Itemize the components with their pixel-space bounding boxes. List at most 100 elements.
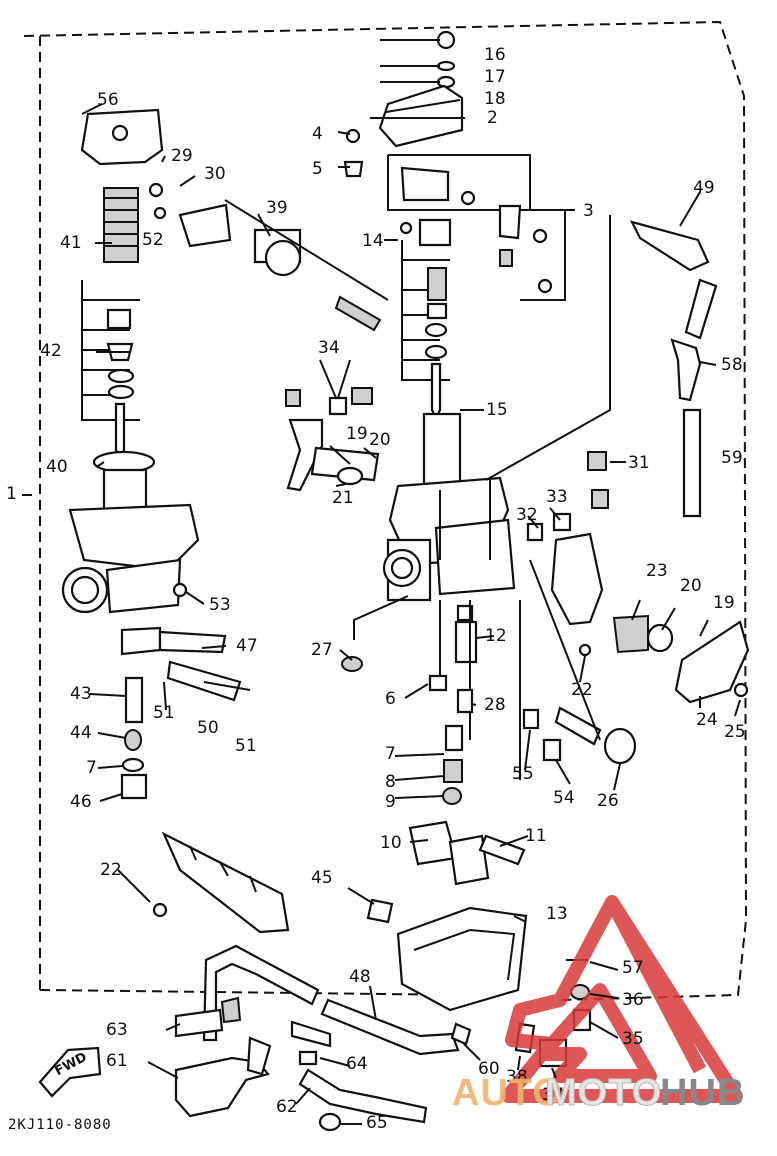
left-carburetor xyxy=(61,108,389,800)
hose-49b xyxy=(684,278,718,340)
jet-9 xyxy=(442,787,462,805)
callout-12: 12 xyxy=(485,626,507,646)
tee-58 xyxy=(670,338,702,402)
callout-44: 44 xyxy=(70,723,92,743)
washer-20b xyxy=(646,623,674,653)
spring-41 xyxy=(103,187,139,263)
lever-24 xyxy=(674,620,750,704)
linkage-left xyxy=(285,387,380,492)
callout-15: 15 xyxy=(486,400,508,420)
callout-3: 3 xyxy=(583,201,594,221)
callout-25: 25 xyxy=(724,722,746,742)
callout-50: 50 xyxy=(197,718,219,738)
right-carburetor xyxy=(341,215,637,805)
callout-51: 51 xyxy=(153,703,175,723)
fwd-arrow xyxy=(38,1046,102,1098)
clip-45 xyxy=(366,898,394,924)
callout-64: 64 xyxy=(346,1054,368,1074)
hose-49a xyxy=(629,220,710,272)
callout-27: 27 xyxy=(311,640,333,660)
callout-11: 11 xyxy=(525,826,547,846)
plug-46 xyxy=(120,773,148,800)
watermark-text-hub: HUB xyxy=(660,1072,746,1114)
callout-6: 6 xyxy=(385,689,396,709)
assembly-frame-bottom xyxy=(39,989,471,996)
body-left xyxy=(68,503,200,572)
callout-19: 19 xyxy=(346,424,368,444)
bottom-bracket xyxy=(152,831,290,934)
callout-24: 24 xyxy=(696,710,718,730)
choke-group xyxy=(408,820,526,886)
callout-1: 1 xyxy=(6,484,17,504)
nut-27 xyxy=(341,656,363,672)
bracket-right xyxy=(550,532,604,626)
hose-59 xyxy=(682,408,702,518)
jet-6 xyxy=(428,674,448,692)
callout-55: 55 xyxy=(512,764,534,784)
piston-15 xyxy=(422,412,462,486)
screw-43 xyxy=(124,676,144,724)
screw-63 xyxy=(174,1008,224,1038)
clamp-65 xyxy=(318,1112,342,1132)
diaphragm-39 xyxy=(264,239,302,277)
nozzle-8 xyxy=(443,759,463,783)
callout-45: 45 xyxy=(311,868,333,888)
callout-26: 26 xyxy=(597,791,619,811)
cover-2 xyxy=(378,84,464,148)
knob-26 xyxy=(603,727,637,765)
watermark-text-auto: AUTO xyxy=(452,1072,563,1114)
plunger-10b xyxy=(448,834,490,886)
callout-4: 4 xyxy=(312,124,323,144)
callout-48: 48 xyxy=(349,967,371,987)
callout-28: 28 xyxy=(484,695,506,715)
callout-59: 59 xyxy=(721,448,743,468)
callout-21: 21 xyxy=(332,488,354,508)
rod-11 xyxy=(478,834,526,866)
float-bowl xyxy=(366,898,528,1012)
callout-58: 58 xyxy=(721,355,743,375)
callout-29: 29 xyxy=(171,146,193,166)
needle-stack-right xyxy=(399,221,462,486)
callout-19-right: 19 xyxy=(713,593,735,613)
callout-7-left: 7 xyxy=(86,758,97,778)
callout-13: 13 xyxy=(546,904,568,924)
hose-47 xyxy=(158,630,227,654)
callout-36: 36 xyxy=(622,990,644,1010)
watermark-logo xyxy=(501,895,743,1103)
callout-35: 35 xyxy=(622,1029,644,1049)
needle xyxy=(114,402,126,461)
callout-38: 38 xyxy=(506,1067,528,1087)
callout-52: 52 xyxy=(142,230,164,250)
callout-leaders xyxy=(22,39,741,1125)
watermark-text-moto: MOTO xyxy=(544,1072,663,1115)
fitting-64 xyxy=(298,1050,318,1066)
callout-43: 43 xyxy=(70,684,92,704)
diagram-code: 2KJ110-8080 xyxy=(8,1117,112,1133)
nut-55 xyxy=(522,708,540,730)
leader-line-49 xyxy=(485,215,611,481)
jet-12 xyxy=(454,620,478,664)
callout-34: 34 xyxy=(318,338,340,358)
callout-54: 54 xyxy=(553,788,575,808)
callout-20-right: 20 xyxy=(680,576,702,596)
top-cover-group xyxy=(343,30,566,301)
callout-9: 9 xyxy=(385,792,396,812)
callout-62: 62 xyxy=(276,1097,298,1117)
clip-25 xyxy=(733,682,749,698)
callout-40: 40 xyxy=(46,457,68,477)
screw-28 xyxy=(456,688,474,714)
callout-51-b: 51 xyxy=(235,736,257,756)
callout-57: 57 xyxy=(622,958,644,978)
callout-20: 20 xyxy=(369,430,391,450)
callout-39: 39 xyxy=(266,198,288,218)
cover-30 xyxy=(178,203,232,248)
bowl-13 xyxy=(396,906,528,1012)
assembly-frame xyxy=(23,20,748,1001)
callout-17: 17 xyxy=(484,67,506,87)
callout-60: 60 xyxy=(478,1059,500,1079)
callout-41: 41 xyxy=(60,233,82,253)
callout-61: 61 xyxy=(106,1051,128,1071)
callout-2: 2 xyxy=(487,108,498,128)
callout-7: 7 xyxy=(385,744,396,764)
